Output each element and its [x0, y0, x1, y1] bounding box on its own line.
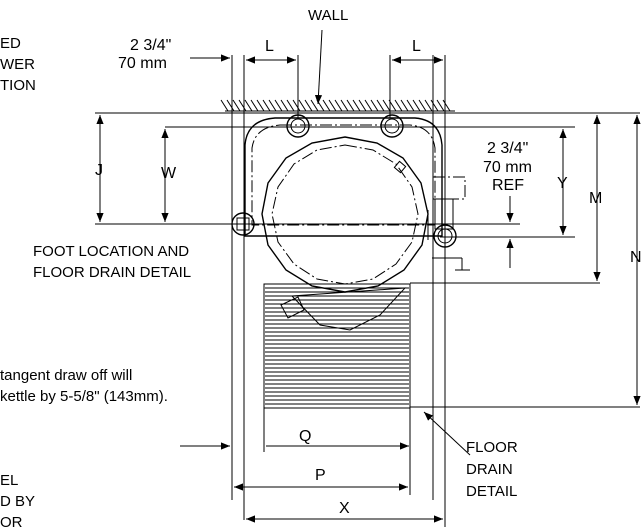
floor-drain-grate — [263, 283, 411, 409]
wall-hatch-mark — [358, 99, 367, 112]
foot-left — [231, 212, 255, 236]
left-note-line-1: ED — [0, 35, 21, 52]
wall-hatch-mark — [220, 99, 229, 112]
foot-top-right — [380, 114, 404, 138]
wall-hatch-mark — [244, 99, 253, 112]
wall-hatch-mark — [364, 99, 373, 112]
foot-top-left — [286, 114, 310, 138]
dim-N: N — [630, 249, 642, 266]
right-offset-ref: REF — [492, 177, 524, 194]
dim-Y: Y — [557, 175, 568, 192]
wall-hatch-mark — [310, 99, 319, 112]
wall-hatch-mark — [226, 99, 235, 112]
wall-leader — [314, 29, 323, 105]
floor-drain-line-1: FLOOR — [466, 439, 518, 456]
wall-hatch-mark — [340, 99, 349, 112]
dim-W: W — [161, 165, 177, 182]
dim-X: X — [339, 500, 350, 517]
tangent-draw-off — [290, 287, 407, 331]
kettle-body-outline — [244, 117, 443, 237]
drain-valve — [427, 176, 470, 271]
tangent-note-line-2: kettle by 5-5/8" (143mm). — [0, 388, 168, 405]
dim-M: M — [589, 190, 602, 207]
dim-J: J — [95, 162, 103, 179]
floor-drain-leader — [423, 411, 471, 456]
wall-hatch-mark — [328, 99, 337, 112]
kettle-rim — [261, 136, 429, 293]
wall-hatch-mark — [262, 99, 271, 112]
wall-hatch-mark — [430, 99, 439, 112]
bottom-left-line-2: D BY — [0, 493, 35, 510]
wall-hatch-mark — [268, 99, 277, 112]
wall-hatch-mark — [400, 99, 409, 112]
wall-hatch-mark — [334, 99, 343, 112]
left-note-line-2: WER — [0, 56, 35, 73]
floor-drain-line-3: DETAIL — [466, 483, 517, 500]
wall-hatch-mark — [322, 99, 331, 112]
wall-hatch-mark — [232, 99, 241, 112]
wall-hatch-mark — [412, 99, 421, 112]
wall-hatch-mark — [292, 99, 301, 112]
dim-L-left: L — [265, 38, 274, 55]
wall-hatch-mark — [394, 99, 403, 112]
wall-hatch-mark — [352, 99, 361, 112]
kettle-inner-outline — [251, 124, 436, 226]
wall-hatch-mark — [442, 99, 451, 112]
left-offset-mm: 70 mm — [118, 55, 167, 72]
wall-hatch-mark — [286, 99, 295, 112]
wall-hatch-mark — [376, 99, 385, 112]
wall-hatch-mark — [370, 99, 379, 112]
wall-hatch-mark — [280, 99, 289, 112]
wall-hatch-mark — [418, 99, 427, 112]
dim-Q: Q — [299, 428, 311, 445]
wall-hatch-mark — [406, 99, 415, 112]
wall-hatch-mark — [436, 99, 445, 112]
foot-detail-line-1: FOOT LOCATION AND — [33, 243, 189, 260]
wall-hatch-mark — [382, 99, 391, 112]
wall-hatch-mark — [238, 99, 247, 112]
wall-hatch-mark — [298, 99, 307, 112]
foot-detail-line-2: FLOOR DRAIN DETAIL — [33, 264, 191, 281]
tangent-note-line-1: tangent draw off will — [0, 367, 132, 384]
wall-hatch-mark — [304, 99, 313, 112]
left-offset-inch: 2 3/4" — [130, 37, 171, 54]
wall-label: WALL — [308, 7, 348, 24]
wall-hatch-mark — [250, 99, 259, 112]
wall-hatching — [220, 99, 455, 112]
wall-hatch-mark — [424, 99, 433, 112]
dim-P: P — [315, 467, 326, 484]
left-note-line-3: TION — [0, 77, 36, 94]
right-offset-inch: 2 3/4" — [487, 140, 528, 157]
floor-drain-line-2: DRAIN — [466, 461, 513, 478]
wall-hatch-mark — [274, 99, 283, 112]
right-offset-mm: 70 mm — [483, 159, 532, 176]
wall-hatch-mark — [256, 99, 265, 112]
bottom-left-line-1: EL — [0, 472, 18, 489]
bottom-left-line-3: OR — [0, 514, 23, 527]
dim-L-right: L — [412, 38, 421, 55]
wall-hatch-mark — [346, 99, 355, 112]
